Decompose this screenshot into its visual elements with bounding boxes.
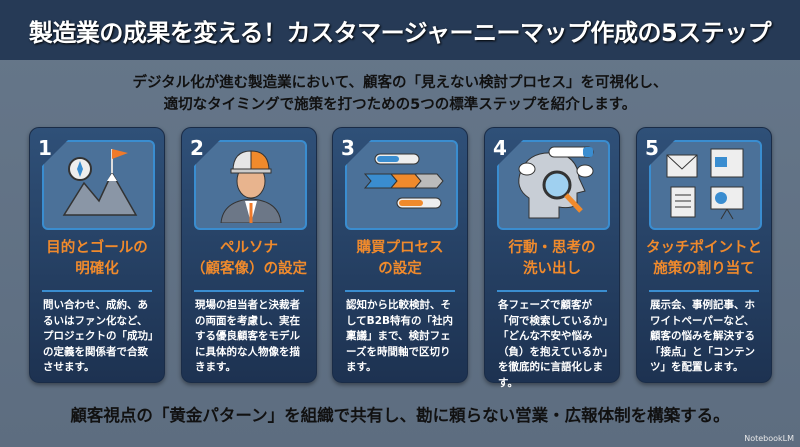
divider bbox=[42, 290, 152, 292]
divider bbox=[194, 290, 304, 292]
divider bbox=[497, 290, 607, 292]
step-description: 展示会、事例記事、ホワイトペーパーなど、顧客の悩みを解決する「接点」と「コンテン… bbox=[650, 299, 755, 373]
divider bbox=[345, 290, 455, 292]
step-description: 各フェーズで顧客が「何で検索しているか」「どんな不安や悩み（負）を抱えているか」… bbox=[498, 299, 608, 389]
header: 製造業の成果を変える！カスタマージャーニーマップ作成の5ステップ bbox=[0, 0, 800, 60]
step-number: 3 bbox=[341, 136, 355, 160]
step-title-line: （顧客像）の設定 bbox=[191, 261, 307, 277]
step-title-line: ペルソナ bbox=[220, 240, 278, 256]
icon-panel bbox=[345, 140, 458, 230]
process-flow-icon bbox=[357, 148, 447, 222]
footer-message: 顧客視点の「黄金パターン」を組織で共有し、勘に頼らない営業・広報体制を構築する。 bbox=[70, 406, 730, 425]
step-description: 現場の担当者と決裁者の両面を考慮し、実在する優良顧客をモデルに具体的な人物像を描… bbox=[195, 299, 300, 373]
intro: デジタル化が進む製造業において、顧客の「見えない検討プロセス」を可視化し、 適切… bbox=[0, 72, 800, 116]
icon-panel bbox=[42, 140, 155, 230]
divider bbox=[649, 290, 759, 292]
step-title-line: 購買プロセス bbox=[356, 240, 444, 256]
step-number: 5 bbox=[645, 136, 659, 160]
mountain-flag-icon bbox=[54, 143, 144, 227]
icon-panel bbox=[497, 140, 610, 230]
persona-icon bbox=[211, 143, 291, 227]
step-title: 目的とゴールの明確化 bbox=[30, 238, 164, 280]
step-description: 問い合わせ、成約、あるいはファン化など、プロジェクトの「成功」の定義を関係者で合… bbox=[43, 299, 154, 373]
page-title: 製造業の成果を変える！カスタマージャーニーマップ作成の5ステップ bbox=[28, 18, 772, 47]
step-title-line: 施策の割り当て bbox=[653, 261, 755, 277]
step-card-5: 5 タッチポイントと施策の割り当て 展示会、事例記事、ホワイトペーパーなど、顧客… bbox=[636, 127, 772, 383]
step-title-line: タッチポイントと bbox=[646, 240, 762, 256]
step-title: ペルソナ （顧客像）の設定 bbox=[182, 238, 316, 280]
step-title-line: 明確化 bbox=[75, 261, 119, 277]
step-card-3: 3 購買プロセスの設定 認知から比較検討、そしてB2B特有の「社内稟議」まで、検… bbox=[332, 127, 468, 383]
step-title-line: 目的とゴールの bbox=[46, 240, 148, 256]
notebooklm-brand: NotebookLM bbox=[744, 434, 794, 443]
step-card-1: 1 目的とゴールの明確化 問い合わせ、成約、あるいはファン化など、プロジェクトの… bbox=[29, 127, 165, 383]
step-title: 購買プロセスの設定 bbox=[333, 238, 467, 280]
step-number: 4 bbox=[493, 136, 507, 160]
step-title-line: 洗い出し bbox=[523, 261, 581, 277]
head-magnifier-icon bbox=[509, 143, 599, 227]
touchpoints-icon bbox=[661, 143, 751, 227]
icon-panel bbox=[194, 140, 307, 230]
step-title: 行動・思考の洗い出し bbox=[485, 238, 619, 280]
step-title: タッチポイントと施策の割り当て bbox=[637, 238, 771, 280]
step-title-line: 行動・思考の bbox=[508, 240, 596, 256]
step-number: 1 bbox=[38, 136, 52, 160]
icon-panel bbox=[649, 140, 762, 230]
step-card-4: 4 行動・思考の洗い出し 各フェーズで顧客が「何で検索しているか」「どんな不安や… bbox=[484, 127, 620, 389]
intro-line: デジタル化が進む製造業において、顧客の「見えない検討プロセス」を可視化し、 bbox=[132, 75, 668, 91]
step-number: 2 bbox=[190, 136, 204, 160]
intro-line: 適切なタイミングで施策を打つための5つの標準ステップを紹介します。 bbox=[163, 97, 637, 113]
step-card-2: 2 ペルソナ （顧客像）の設定 現場の担当者と決裁者の両面を考慮し、実在する優良顧… bbox=[181, 127, 317, 383]
step-description: 認知から比較検討、そしてB2B特有の「社内稟議」まで、検討フェーズを時間軸で区切… bbox=[346, 299, 453, 373]
step-title-line: の設定 bbox=[378, 261, 422, 277]
